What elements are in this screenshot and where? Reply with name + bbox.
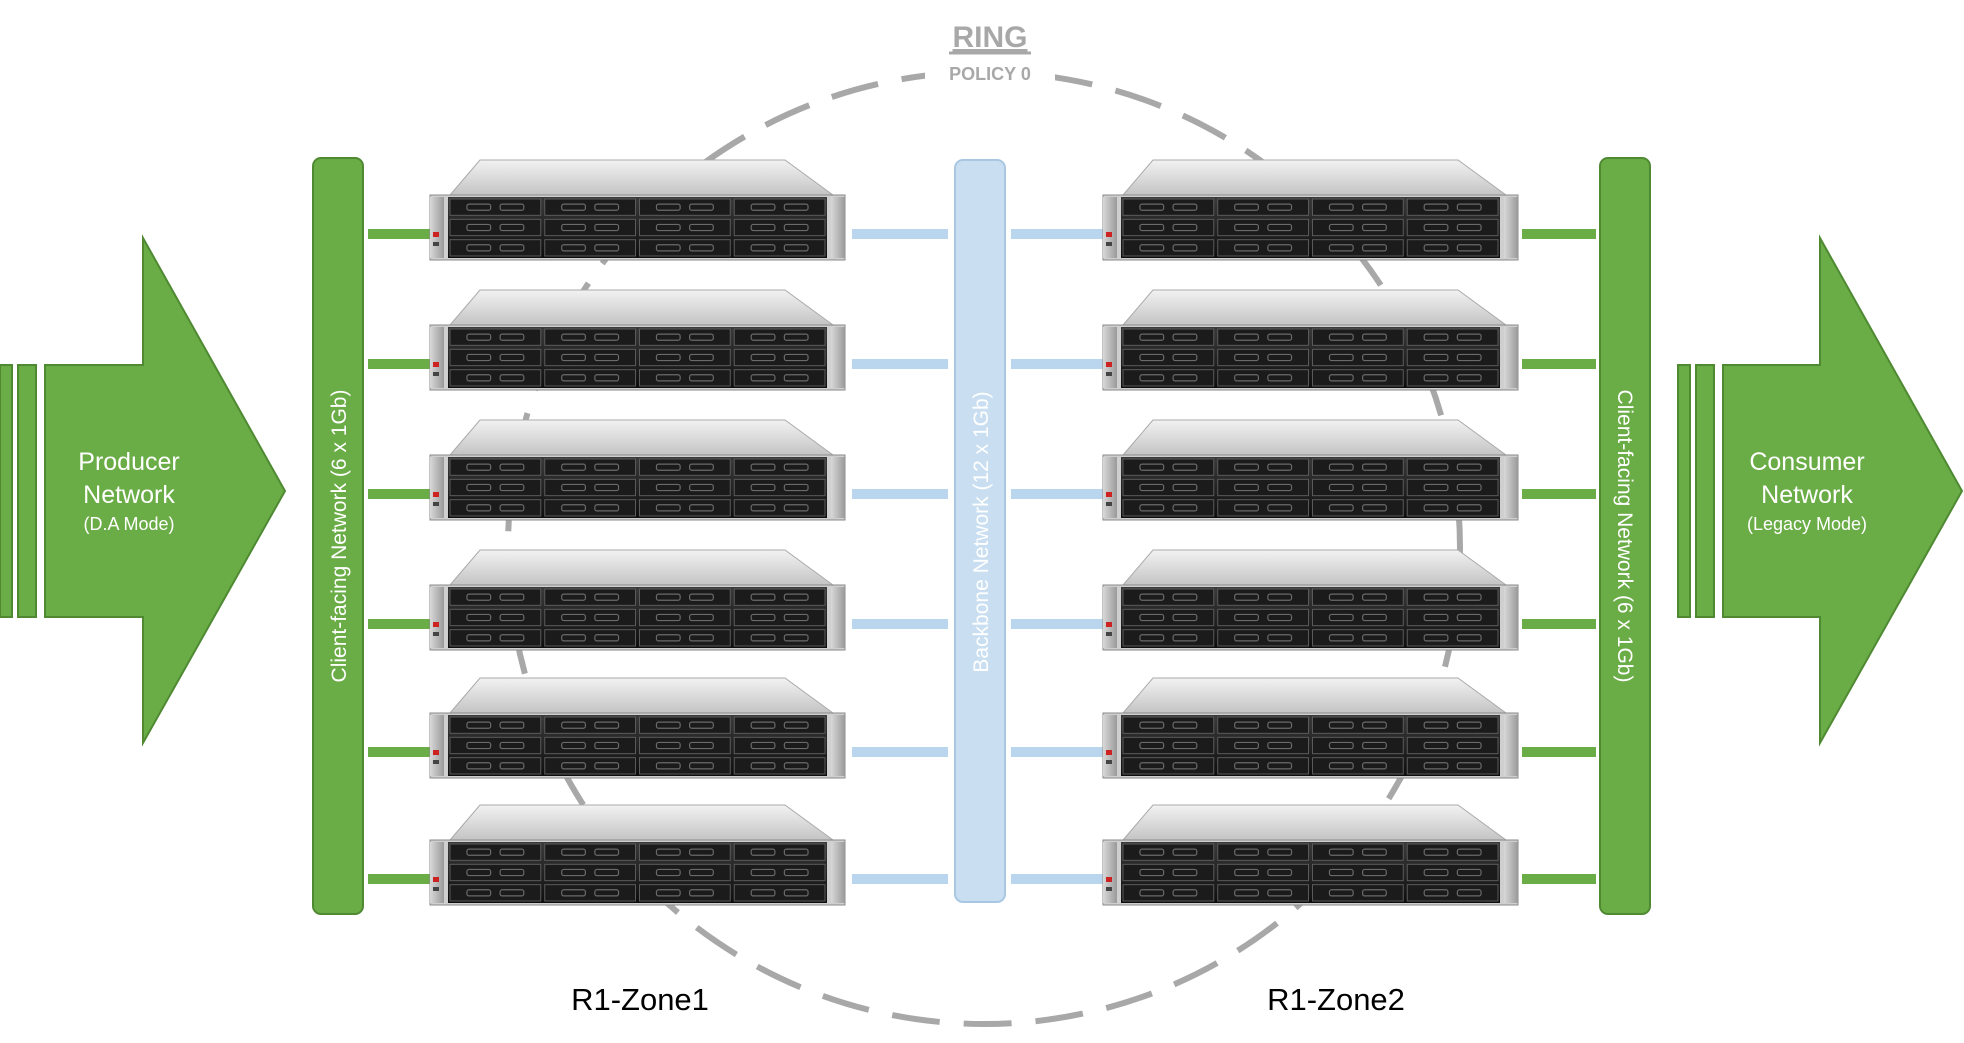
backbone-link-zone1: [852, 747, 948, 757]
backbone-link-zone2: [1011, 619, 1103, 629]
backbone-link-zone2: [1011, 874, 1103, 884]
client-link-right: [1522, 229, 1596, 239]
backbone-link-zone2: [1011, 359, 1103, 369]
backbone-link-zone2: [1011, 229, 1103, 239]
client-network-right-label: Client-facing Network (6 x 1Gb): [1613, 390, 1636, 683]
backbone-network-label: Backbone Network (12 x 1Gb): [970, 391, 993, 672]
rack-server-icon: [429, 549, 846, 651]
client-link-left: [368, 747, 440, 757]
backbone-link-zone1: [852, 229, 948, 239]
producer-label-line2: Network: [83, 481, 175, 509]
rack-server-icon: [1102, 419, 1519, 521]
rack-server-icon: [429, 289, 846, 391]
client-link-left: [368, 359, 440, 369]
backbone-network-bar: [954, 159, 1006, 903]
backbone-link-zone1: [852, 874, 948, 884]
client-link-left: [368, 489, 440, 499]
ring-subtitle: POLICY 0: [949, 64, 1031, 84]
rack-server-icon: [1102, 677, 1519, 779]
zone-label-2: R1-Zone2: [1267, 982, 1405, 1017]
backbone-link-zone1: [852, 359, 948, 369]
client-link-right: [1522, 489, 1596, 499]
producer-network-arrow: [0, 234, 287, 747]
zone-label-1: R1-Zone1: [571, 982, 709, 1017]
client-link-right: [1522, 747, 1596, 757]
backbone-link-zone1: [852, 619, 948, 629]
rack-server-icon: [1102, 159, 1519, 261]
client-network-left-bar: [312, 157, 364, 915]
client-network-left-label: Client-facing Network (6 x 1Gb): [328, 390, 351, 683]
client-link-left: [368, 874, 440, 884]
ring-label-backdrop: [925, 15, 1055, 87]
backbone-link-zone1: [852, 489, 948, 499]
consumer-label-line1: Consumer: [1749, 448, 1864, 476]
server-racks: [429, 159, 1519, 906]
client-link-right: [1522, 874, 1596, 884]
producer-label-line3: (D.A Mode): [83, 514, 174, 534]
consumer-label-line3: (Legacy Mode): [1747, 514, 1867, 534]
ring-title: RING: [953, 21, 1028, 54]
rack-server-icon: [429, 804, 846, 906]
rack-server-icon: [1102, 289, 1519, 391]
rack-server-icon: [1102, 549, 1519, 651]
backbone-link-zone2: [1011, 489, 1103, 499]
producer-label-line1: Producer: [78, 448, 179, 476]
client-link-right: [1522, 359, 1596, 369]
client-link-right: [1522, 619, 1596, 629]
rack-server-icon: [429, 677, 846, 779]
client-network-right-bar: [1599, 157, 1651, 915]
rack-server-icon: [1102, 804, 1519, 906]
network-links: [368, 229, 1596, 884]
client-link-left: [368, 229, 440, 239]
consumer-label-line2: Network: [1761, 481, 1853, 509]
client-link-left: [368, 619, 440, 629]
consumer-network-arrow: [1677, 234, 1964, 747]
rack-server-icon: [429, 419, 846, 521]
rack-server-icon: [429, 159, 846, 261]
backbone-link-zone2: [1011, 747, 1103, 757]
